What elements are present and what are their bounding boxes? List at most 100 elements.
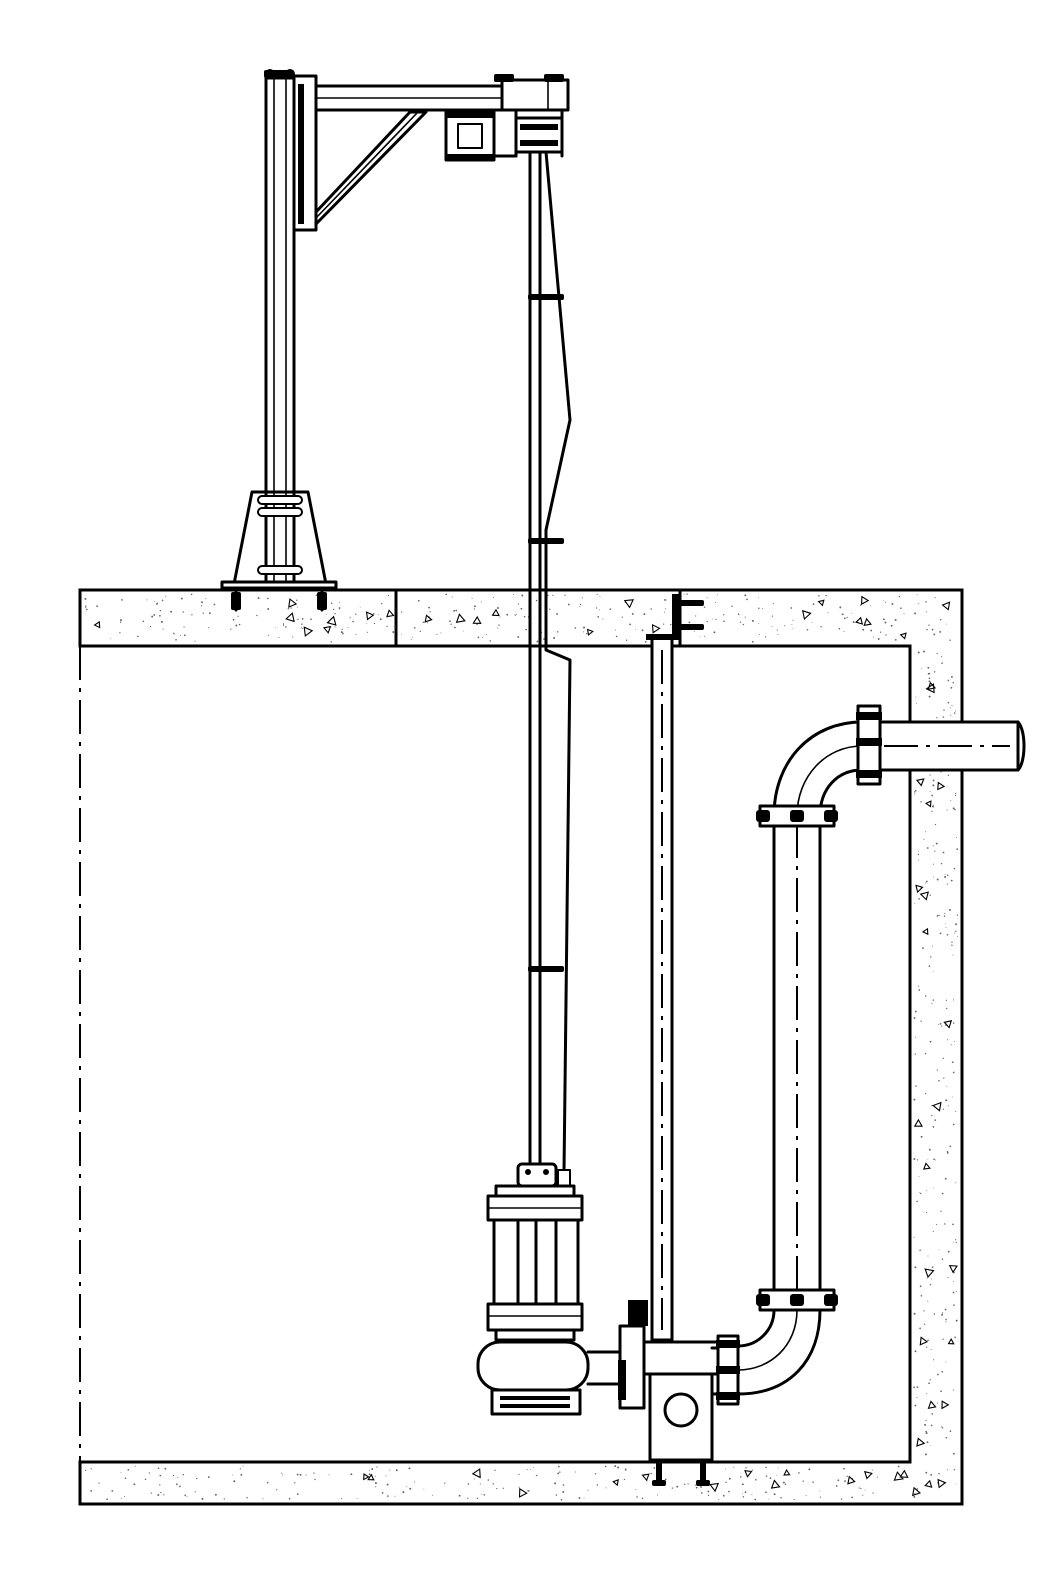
- concrete-speckle: [400, 611, 403, 613]
- concrete-speckle: [949, 639, 951, 641]
- concrete-aggregate: [471, 1468, 481, 1479]
- concrete-speckle: [952, 1389, 954, 1391]
- concrete-speckle: [451, 596, 453, 598]
- concrete-speckle: [931, 810, 933, 813]
- top-elbow: [772, 720, 864, 818]
- concrete-speckle: [121, 599, 123, 601]
- concrete-speckle: [161, 599, 164, 602]
- concrete-speckle: [564, 594, 566, 596]
- concrete-speckle: [933, 1359, 935, 1361]
- concrete-speckle: [932, 1231, 934, 1233]
- concrete-speckle: [449, 620, 451, 623]
- concrete-speckle: [359, 606, 361, 608]
- concrete-speckle: [811, 621, 813, 623]
- concrete-speckle: [299, 1473, 302, 1476]
- concrete-aggregate: [947, 1337, 955, 1345]
- concrete-aggregate: [491, 608, 500, 617]
- concrete-speckle: [771, 626, 773, 628]
- concrete-speckle: [942, 1108, 945, 1110]
- concrete-speckle: [596, 1484, 599, 1486]
- concrete-speckle: [742, 623, 745, 626]
- concrete-speckle: [595, 607, 598, 609]
- concrete-aggregate: [861, 595, 870, 606]
- concrete-speckle: [586, 633, 588, 635]
- concrete-speckle: [927, 1339, 929, 1342]
- concrete-speckle: [90, 1468, 92, 1470]
- concrete-speckle: [157, 1467, 160, 1470]
- concrete-speckle: [232, 618, 235, 621]
- concrete-speckle: [952, 807, 955, 810]
- concrete-speckle: [106, 1498, 108, 1501]
- concrete-speckle: [376, 1466, 378, 1468]
- concrete-speckle: [751, 1494, 753, 1496]
- concrete-speckle: [688, 621, 691, 624]
- concrete-speckle: [765, 1475, 768, 1477]
- concrete-speckle: [948, 1105, 950, 1107]
- concrete-speckle: [527, 1490, 528, 1492]
- concrete-aggregate: [927, 681, 937, 691]
- concrete-speckle: [771, 615, 774, 617]
- diagonal-brace: [314, 110, 428, 226]
- concrete-speckle: [85, 605, 87, 607]
- concrete-speckle: [784, 625, 786, 627]
- concrete-speckle: [282, 623, 285, 625]
- concrete-speckle: [793, 1499, 795, 1501]
- concrete-speckle: [134, 1465, 136, 1467]
- concrete-speckle: [922, 947, 924, 949]
- concrete-speckle: [296, 1493, 299, 1495]
- concrete-speckle: [281, 1472, 283, 1474]
- concrete-speckle: [924, 1092, 927, 1095]
- concrete-speckle: [521, 594, 524, 597]
- concrete-speckle: [765, 1466, 767, 1469]
- concrete-speckle: [925, 611, 927, 613]
- concrete-aggregate: [612, 1479, 619, 1487]
- concrete-speckle: [928, 1148, 931, 1151]
- concrete-speckle: [723, 620, 725, 622]
- concrete-speckle: [759, 634, 760, 636]
- concrete-speckle: [879, 631, 882, 633]
- concrete-speckle: [162, 628, 164, 630]
- concrete-speckle: [932, 970, 934, 972]
- concrete-speckle: [956, 914, 959, 916]
- concrete-speckle: [933, 876, 935, 878]
- concrete-speckle: [938, 1472, 940, 1475]
- concrete-speckle: [163, 1494, 165, 1496]
- concrete-speckle: [369, 1470, 371, 1472]
- concrete-speckle: [133, 1483, 136, 1486]
- concrete-speckle: [930, 956, 932, 958]
- concrete-speckle: [955, 1241, 957, 1244]
- concrete-speckle: [777, 1467, 779, 1469]
- concrete-speckle: [408, 1467, 411, 1470]
- concrete-speckle: [939, 618, 942, 621]
- concrete-speckle: [827, 612, 829, 614]
- concrete-speckle: [925, 1419, 927, 1422]
- concrete-speckle: [325, 613, 327, 615]
- concrete-speckle: [950, 714, 952, 716]
- concrete-aggregate: [288, 598, 298, 608]
- concrete-speckle: [453, 609, 456, 612]
- concrete-aggregate: [801, 609, 812, 621]
- concrete-aggregate: [924, 800, 932, 808]
- concrete-speckle: [463, 630, 465, 632]
- concrete-speckle: [942, 851, 945, 854]
- concrete-speckle: [806, 628, 809, 631]
- concrete-speckle: [120, 619, 122, 622]
- concrete-speckle: [942, 1338, 944, 1340]
- concrete-aggregate: [927, 1400, 937, 1410]
- concrete-speckle: [599, 609, 601, 611]
- concrete-speckle: [920, 1294, 923, 1297]
- concrete-speckle: [934, 850, 936, 852]
- concrete-speckle: [890, 624, 893, 627]
- concrete-speckle: [798, 1472, 800, 1474]
- concrete-speckle: [819, 1496, 822, 1498]
- concrete-speckle: [471, 597, 473, 599]
- concrete-speckle: [780, 1496, 782, 1499]
- concrete-speckle: [180, 597, 183, 600]
- concrete-speckle: [928, 677, 931, 680]
- concrete-aggregate: [709, 1482, 720, 1493]
- concrete-aggregate: [783, 1468, 791, 1476]
- concrete-speckle: [670, 623, 672, 626]
- concrete-speckle: [953, 1452, 955, 1455]
- concrete-speckle: [846, 616, 848, 618]
